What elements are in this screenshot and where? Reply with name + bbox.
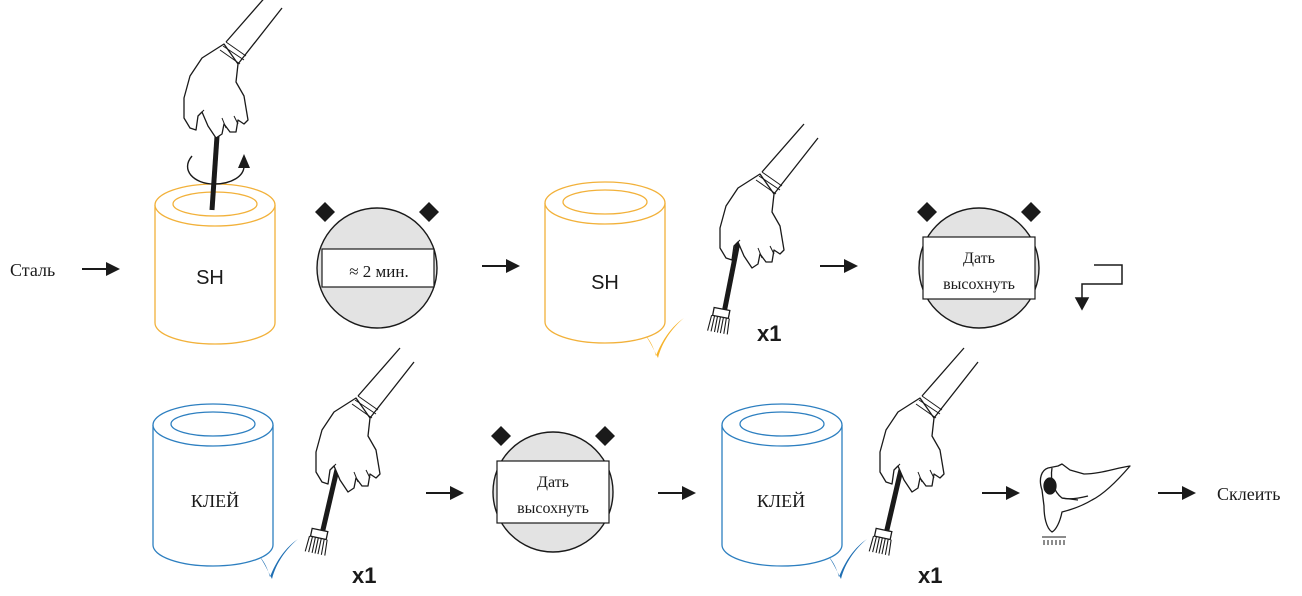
can-glue-2-label: КЛЕЙ bbox=[757, 491, 805, 511]
timer-icon bbox=[490, 425, 616, 553]
hands-press-icon bbox=[1039, 463, 1131, 545]
gloved-hand-icon bbox=[183, 0, 283, 139]
arrow-right-icon bbox=[820, 259, 858, 273]
arrow-right-icon bbox=[982, 486, 1020, 500]
can-sh-2 bbox=[544, 181, 666, 344]
arrow-right-icon bbox=[658, 486, 696, 500]
arrow-right-icon bbox=[82, 262, 120, 276]
timer-2-line2: высохнуть bbox=[943, 276, 1015, 293]
coat-count-1: x1 bbox=[757, 321, 781, 346]
can-glue-1 bbox=[152, 403, 274, 567]
arrow-right-icon bbox=[482, 259, 520, 273]
checkmark-icon bbox=[829, 539, 867, 579]
coat-count-3: x1 bbox=[918, 563, 942, 588]
can-glue-1-label: КЛЕЙ bbox=[191, 491, 239, 511]
timer-icon bbox=[916, 201, 1042, 329]
coat-count-2: x1 bbox=[352, 563, 376, 588]
rotate-arrow-icon bbox=[186, 154, 250, 185]
can-sh-2-label: SH bbox=[591, 272, 619, 294]
timer-icon bbox=[314, 201, 440, 329]
arrow-right-icon bbox=[426, 486, 464, 500]
end-label: Склеить bbox=[1217, 484, 1280, 504]
checkmark-icon bbox=[260, 539, 298, 579]
timer-3-line1: Дать bbox=[537, 474, 569, 491]
timer-3-line2: высохнуть bbox=[517, 500, 589, 517]
can-sh-1-label: SH bbox=[196, 267, 224, 289]
gloved-hand-icon bbox=[879, 347, 979, 493]
gloved-hand-icon bbox=[315, 347, 415, 493]
timer-2-line1: Дать bbox=[963, 250, 995, 267]
return-arrow-icon bbox=[1074, 264, 1123, 311]
start-label: Сталь bbox=[10, 260, 55, 280]
can-glue-2 bbox=[721, 403, 843, 567]
timer-1-text: ≈ 2 мин. bbox=[349, 262, 409, 281]
arrow-right-icon bbox=[1158, 486, 1196, 500]
can-sh-1 bbox=[154, 183, 276, 345]
